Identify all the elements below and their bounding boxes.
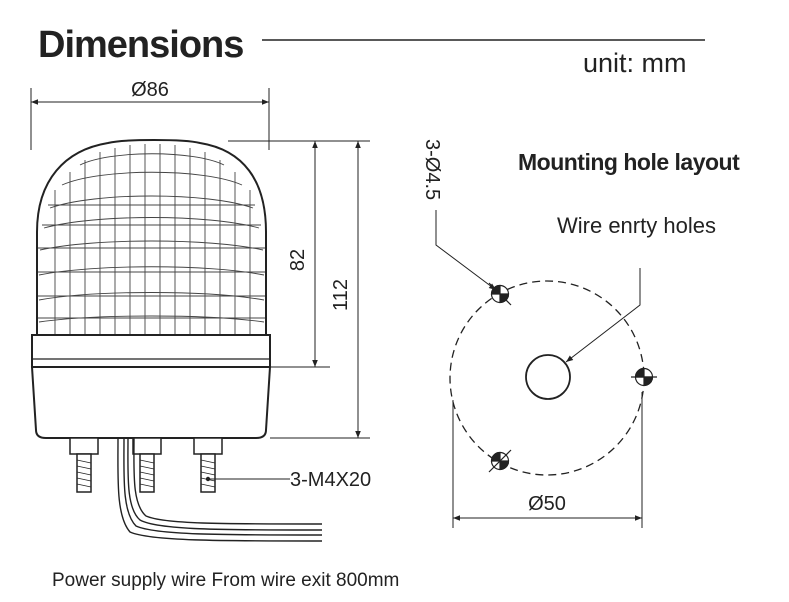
mounting-hole-right	[631, 367, 657, 387]
holes-leader	[435, 210, 497, 291]
mounting-hole-layout: Mounting hole layout Wire enrty holes 3-…	[421, 139, 741, 528]
bolt-center	[132, 437, 162, 493]
dome-lens	[36, 139, 267, 336]
mounting-hole-bottom	[488, 449, 512, 473]
page-title: Dimensions	[38, 24, 243, 66]
beacon-side-view: Ø86	[30, 79, 371, 542]
wire-length-note: Power supply wire From wire exit 800mm	[52, 570, 399, 591]
lens-ribs	[38, 144, 265, 335]
bolt-left	[69, 437, 99, 493]
total-height-label: 112	[330, 279, 352, 311]
pcd-label: Ø50	[528, 493, 566, 515]
mounting-title: Mounting hole layout	[518, 149, 740, 175]
wire-entry-leader	[565, 268, 641, 363]
beacon-base-ring	[31, 334, 271, 368]
unit-label: unit: mm	[583, 48, 687, 78]
wire-entry-hole	[525, 354, 571, 400]
bolt-right	[193, 437, 223, 493]
diameter-label: Ø86	[131, 79, 169, 101]
mounting-hole-top	[488, 282, 512, 306]
wire-entry-label: Wire enrty holes	[557, 213, 716, 238]
bolt-spec-label: 3-M4X20	[290, 469, 371, 491]
beacon-base-body	[30, 366, 272, 439]
lens-height-label: 82	[287, 249, 309, 271]
power-supply-wires	[117, 437, 323, 542]
mounting-holes-label: 3-Ø4.5	[421, 139, 443, 200]
